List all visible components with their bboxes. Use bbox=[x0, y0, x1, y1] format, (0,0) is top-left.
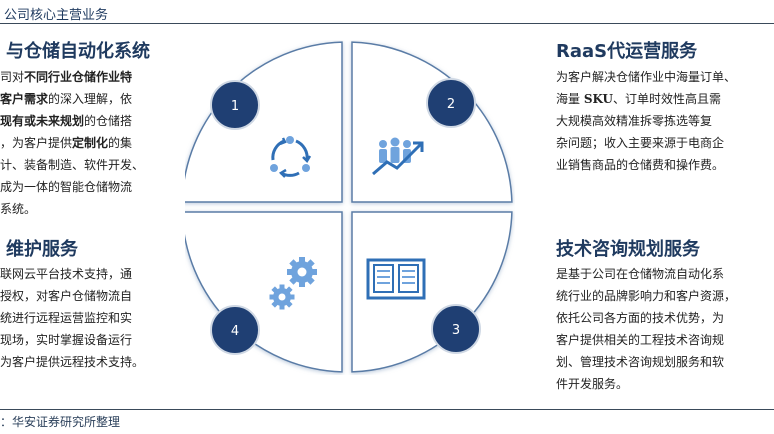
section-line: 计、装备制造、软件开发、 bbox=[0, 154, 175, 176]
footer-rule bbox=[0, 409, 774, 410]
badge-2-label: 2 bbox=[447, 97, 455, 112]
body-text: 依托公司各方面的技术优势，为 bbox=[556, 311, 725, 325]
body-text: ，为客户提供 bbox=[0, 136, 73, 150]
body-text: 客户提供相关的工程技术咨询规 bbox=[556, 333, 725, 347]
section-line: 是基于公司在仓储物流自动化系 bbox=[556, 263, 771, 285]
section-title-system: 与仓储自动化系统 bbox=[6, 41, 150, 62]
section-line: 客户需求的深入理解，依 bbox=[0, 88, 175, 110]
badge-1: 1 bbox=[210, 80, 260, 130]
section-line: 统行业的品牌影响力和客户资源， bbox=[556, 285, 771, 307]
source-note: ：华安证券研究所整理 bbox=[0, 415, 121, 429]
section-line: 现场，实时掌握设备运行 bbox=[0, 329, 175, 351]
body-text: 的深入理解，依 bbox=[48, 92, 133, 106]
section-body-consulting: 是基于公司在仓储物流自动化系统行业的品牌影响力和客户资源， 依托公司各方面的技术优… bbox=[556, 263, 771, 395]
section-body-system: 司对不同行业仓储作业特客户需求的深入理解，依现有或未来规划的仓储搭，为客户提供定… bbox=[0, 66, 175, 220]
section-line: 依托公司各方面的技术优势，为 bbox=[556, 307, 771, 329]
section-line: 成为一体的智能仓储物流 bbox=[0, 176, 175, 198]
body-text: 、订单时效性高且需 bbox=[612, 92, 721, 106]
body-text: 的集 bbox=[108, 136, 133, 150]
quadrant-bottom-left bbox=[185, 211, 343, 373]
section-line: 海量 SKU、订单时效性高且需 bbox=[556, 88, 771, 110]
body-text: 的仓储搭 bbox=[84, 114, 133, 128]
section-line: 划、管理技术咨询规划服务和软 bbox=[556, 351, 771, 373]
section-line: ，为客户提供定制化的集 bbox=[0, 132, 175, 154]
growth-team-icon bbox=[372, 137, 424, 176]
body-text: 联网云平台技术支持，通 bbox=[0, 267, 133, 281]
section-line: 授权，对客户仓储物流自 bbox=[0, 285, 175, 307]
section-line: 客户提供相关的工程技术咨询规 bbox=[556, 329, 771, 351]
body-text: 统行业的品牌影响力和客户资源， bbox=[556, 289, 737, 303]
section-title-raas: RaaS代运营服务 bbox=[556, 41, 698, 62]
emphasis-text: 定制化 bbox=[72, 136, 109, 150]
emphasis-text: 现有或未来规划 bbox=[0, 114, 85, 128]
quadrant-top-right bbox=[351, 41, 513, 203]
body-text: 为客户提供远程技术支持。 bbox=[0, 355, 145, 369]
badge-4: 4 bbox=[210, 305, 260, 355]
badge-2: 2 bbox=[426, 78, 476, 128]
section-line: 系统。 bbox=[0, 198, 175, 220]
body-text: 现场，实时掌握设备运行 bbox=[0, 333, 133, 347]
cycle-arrows-icon bbox=[270, 136, 312, 178]
section-line: 联网云平台技术支持，通 bbox=[0, 263, 175, 285]
quadrant-top-left bbox=[185, 41, 343, 203]
body-text: 为客户解决仓储作业中海量订单、 bbox=[556, 70, 737, 84]
header-title: 公司核心主营业务 bbox=[4, 8, 109, 23]
emphasis-text: 不同行业仓储作业特 bbox=[24, 70, 133, 84]
section-body-raas: 为客户解决仓储作业中海量订单、海量 SKU、订单时效性高且需大规模高效精准拆零拣… bbox=[556, 66, 771, 176]
body-text: 授权，对客户仓储物流自 bbox=[0, 289, 133, 303]
body-text: 统进行远程运营监控和实 bbox=[0, 311, 133, 325]
section-line: 杂问题；收入主要来源于电商企 bbox=[556, 132, 771, 154]
section-line: 业销售商品的仓储费和操作费。 bbox=[556, 154, 771, 176]
badge-1-label: 1 bbox=[231, 99, 239, 114]
section-line: 为客户提供远程技术支持。 bbox=[0, 351, 175, 373]
body-text: 划、管理技术咨询规划服务和软 bbox=[556, 355, 725, 369]
body-text: 成为一体的智能仓储物流 bbox=[0, 180, 133, 194]
body-text: 是基于公司在仓储物流自动化系 bbox=[556, 267, 725, 281]
body-text: 计、装备制造、软件开发、 bbox=[0, 158, 145, 172]
quadrant-diagram: 1 2 3 4 bbox=[185, 41, 513, 373]
emphasis-text: 客户需求 bbox=[0, 92, 49, 106]
gears-icon bbox=[269, 257, 317, 310]
section-line: 司对不同行业仓储作业特 bbox=[0, 66, 175, 88]
body-text: 大规模高效精准拆零拣选等复 bbox=[556, 114, 713, 128]
badge-4-label: 4 bbox=[231, 324, 239, 339]
emphasis-text: SKU bbox=[583, 92, 613, 106]
section-body-maintenance: 联网云平台技术支持，通授权，对客户仓储物流自统进行远程运营监控和实现场，实时掌握… bbox=[0, 263, 175, 373]
body-text: 海量 bbox=[556, 92, 584, 106]
body-text: 系统。 bbox=[0, 202, 37, 216]
badge-3: 3 bbox=[431, 304, 481, 354]
section-line: 为客户解决仓储作业中海量订单、 bbox=[556, 66, 771, 88]
section-line: 件开发服务。 bbox=[556, 373, 771, 395]
body-text: 杂问题；收入主要来源于电商企 bbox=[556, 136, 725, 150]
body-text: 件开发服务。 bbox=[556, 377, 629, 391]
body-text: 业销售商品的仓储费和操作费。 bbox=[556, 158, 725, 172]
section-title-consulting: 技术咨询规划服务 bbox=[556, 239, 700, 260]
header-rule bbox=[0, 23, 774, 24]
section-line: 现有或未来规划的仓储搭 bbox=[0, 110, 175, 132]
open-book-icon bbox=[366, 258, 426, 300]
body-text: 司对 bbox=[0, 70, 25, 84]
section-line: 大规模高效精准拆零拣选等复 bbox=[556, 110, 771, 132]
badge-3-label: 3 bbox=[452, 323, 460, 338]
section-title-maintenance: 维护服务 bbox=[6, 239, 78, 260]
section-line: 统进行远程运营监控和实 bbox=[0, 307, 175, 329]
